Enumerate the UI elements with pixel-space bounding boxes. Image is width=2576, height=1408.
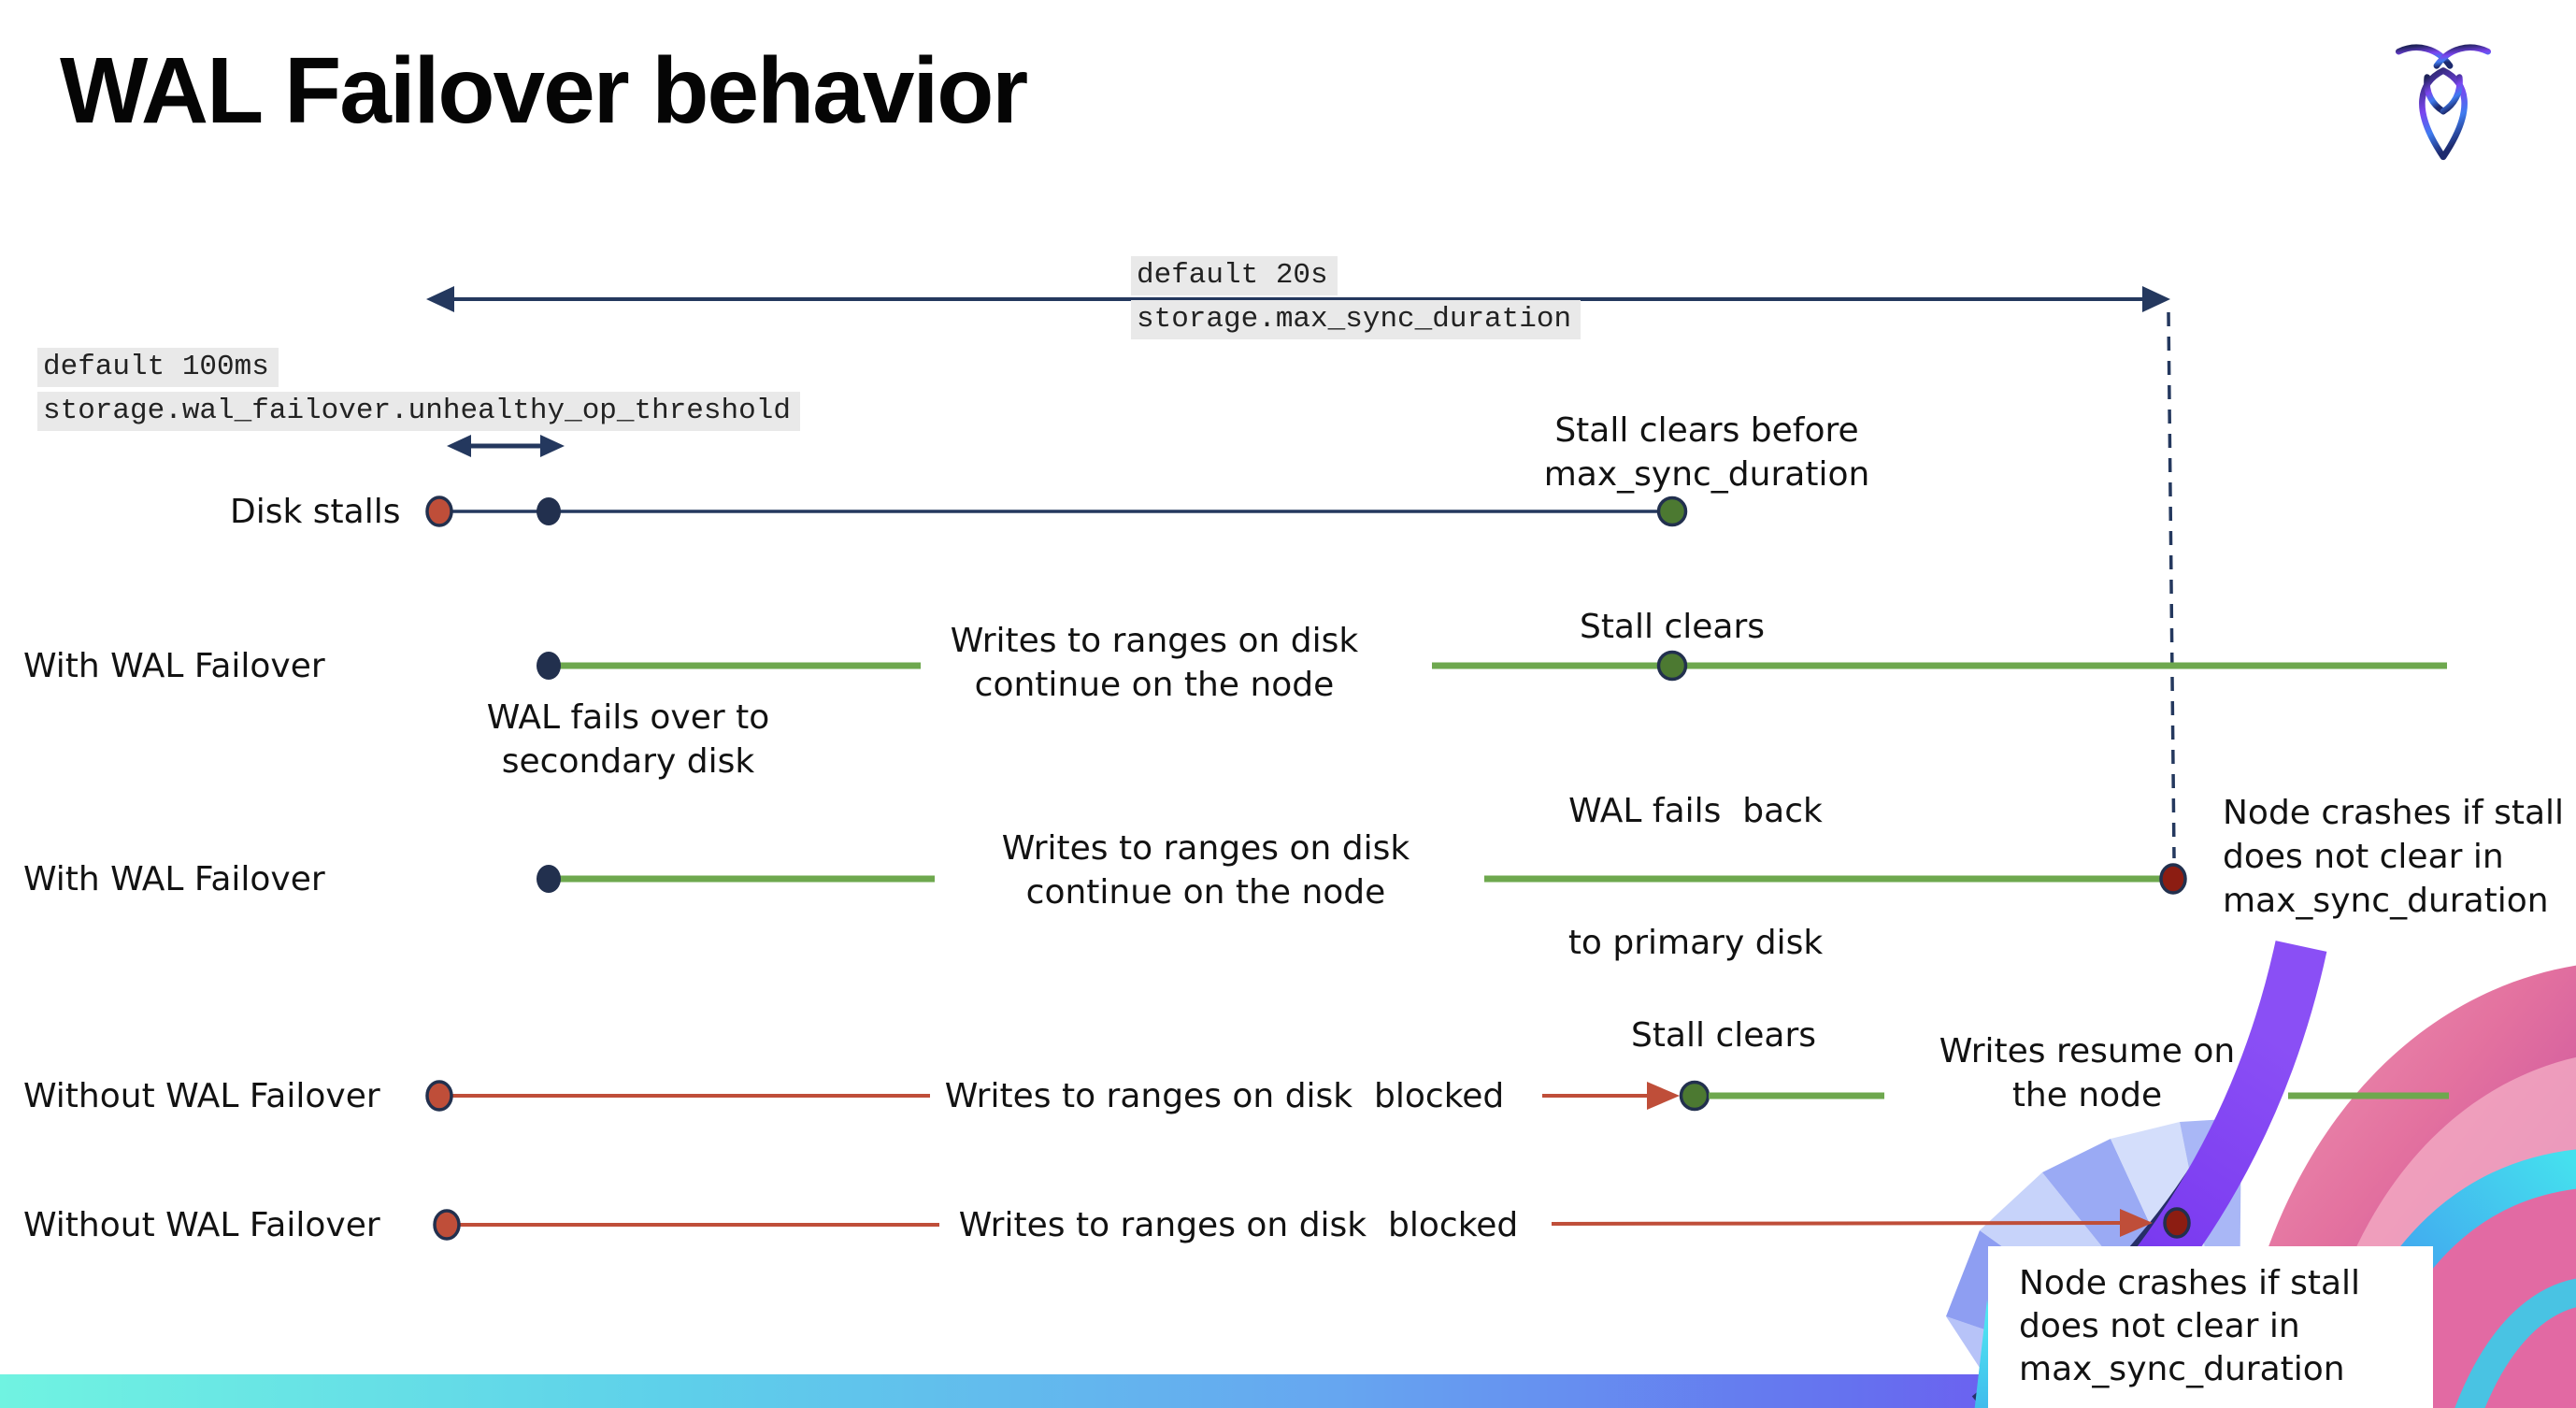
r5-red-arrowhead [2120,1209,2153,1237]
r1-stall-clear-dot [1656,496,1688,527]
max-sync-deadline-dashed-line [2167,311,2176,859]
cockroachdb-logo-icon [2396,44,2491,161]
stall-clears-label-bottom: Stall clears [1630,1016,1817,1055]
wal-fails-back-label: WAL fails back to primary disk [1567,792,1824,962]
row-label-without-wal-2: Without WAL Failover [23,1206,380,1244]
unhealthy-op-setting-name: storage.wal_failover.unhealthy_op_thresh… [37,392,800,431]
r4-stall-clear-dot [1679,1080,1710,1112]
annotation-box [1988,1246,2433,1408]
row-label-without-wal-1: Without WAL Failover [23,1077,380,1115]
cyan-band-small [2454,1278,2576,1408]
writes-resume-label: Writes resume on the node [1939,1032,2236,1114]
row-label-disk-stalls: Disk stalls [230,493,401,531]
page-title: WAL Failover behavior [60,38,1028,143]
writes-continue-label-2: Writes to ranges on disk continue on the… [1001,829,1410,912]
r3-failover-dot [537,865,561,893]
max-sync-duration-label: default 20s storage.max_sync_duration [1131,256,1581,339]
max-sync-setting-name: storage.max_sync_duration [1131,300,1581,339]
r3-crash-dot [2159,863,2187,895]
writes-continue-label-1: Writes to ranges on disk continue on the… [950,622,1359,704]
r5-crash-dot [2163,1207,2191,1239]
r5-red-line-b [1551,1221,2126,1226]
unhealthy-op-threshold-arrow [447,435,565,457]
row-label-with-wal-2: With WAL Failover [23,860,325,898]
r4-red-arrowhead [1647,1082,1680,1110]
r5-stall-start-dot [433,1209,461,1241]
r2-stall-clear-dot [1656,650,1688,682]
node-crashes-label-1: Node crashes if stall does not clear in … [2223,794,2565,920]
unhealthy-op-threshold-label: default 100ms storage.wal_failover.unhea… [37,348,800,431]
r1-threshold-dot [537,497,561,525]
r2-failover-dot [537,652,561,680]
stall-clears-before-label: Stall clears before max_sync_duration [1543,411,1870,494]
row-label-with-wal-1: With WAL Failover [23,647,325,685]
unhealthy-op-default-value: default 100ms [37,348,279,387]
max-sync-duration-arrow [426,286,2170,312]
wal-fails-over-label: WAL fails over to secondary disk [486,698,770,781]
r1-stall-start-dot [425,496,453,527]
writes-blocked-label-2: Writes to ranges on disk blocked [958,1206,1519,1244]
r4-stall-start-dot [425,1080,453,1112]
node-crashes-label-2: Node crashes if stall does not clear in … [2019,1264,2361,1388]
stall-clears-label-top: Stall clears [1579,608,1766,646]
max-sync-default-value: default 20s [1131,256,1338,295]
writes-blocked-label-1: Writes to ranges on disk blocked [944,1077,1505,1115]
